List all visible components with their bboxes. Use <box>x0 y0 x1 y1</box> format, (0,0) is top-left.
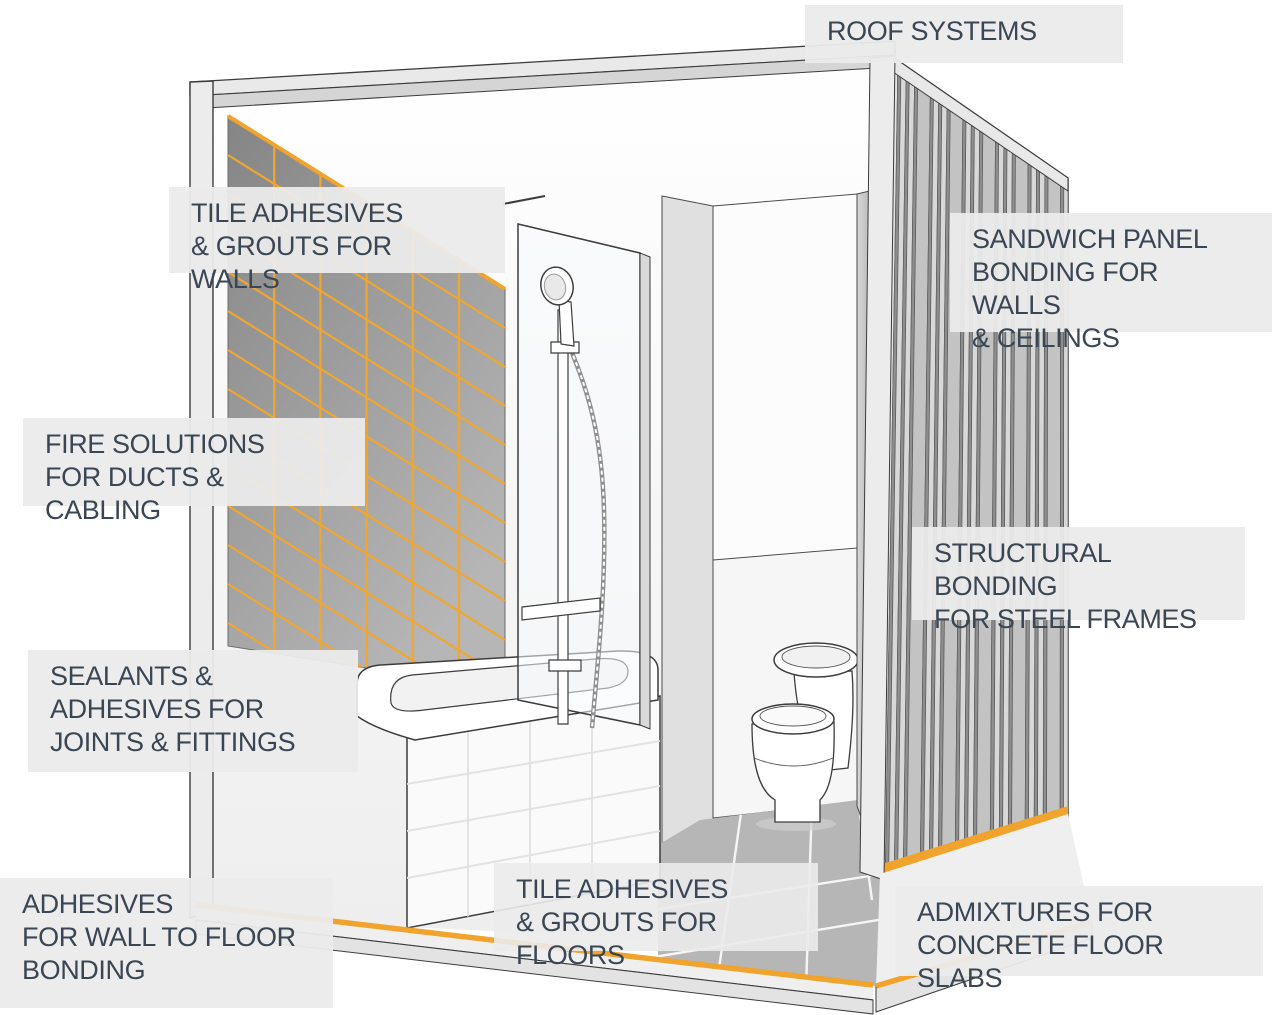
toilet <box>751 703 836 831</box>
sandwich-panel-wall <box>859 55 1069 881</box>
shower-rail-bracket-lower <box>548 659 582 672</box>
label-tile-adhesives-walls: TILE ADHESIVES & GROUTS FOR WALLS <box>169 187 505 294</box>
label-sealants-adhesives: SEALANTS & ADHESIVES FOR JOINTS & FITTIN… <box>28 650 358 772</box>
label-structural-bonding: STRUCTURAL BONDING FOR STEEL FRAMES <box>912 527 1245 634</box>
label-tile-adhesives-floors: TILE ADHESIVES & GROUTS FOR FLOORS <box>494 863 818 970</box>
corrugation-ribs <box>879 56 1069 879</box>
label-roof-systems: ROOF SYSTEMS <box>805 5 1123 63</box>
label-admixtures: ADMIXTURES FOR CONCRETE FLOOR SLABS <box>895 886 1263 993</box>
label-fire-solutions: FIRE SOLUTIONS FOR DUCTS & CABLING <box>23 418 365 525</box>
shower-handle <box>558 299 575 347</box>
shower-glass-panel <box>517 223 651 730</box>
label-sandwich-panel-bonding: SANDWICH PANEL BONDING FOR WALLS & CEILI… <box>950 213 1272 353</box>
shower-shelf <box>521 597 601 621</box>
label-adhesives-wall-floor: ADHESIVES FOR WALL TO FLOOR BONDING <box>0 878 333 1008</box>
shower-set <box>521 266 607 729</box>
leader-line <box>502 195 546 205</box>
